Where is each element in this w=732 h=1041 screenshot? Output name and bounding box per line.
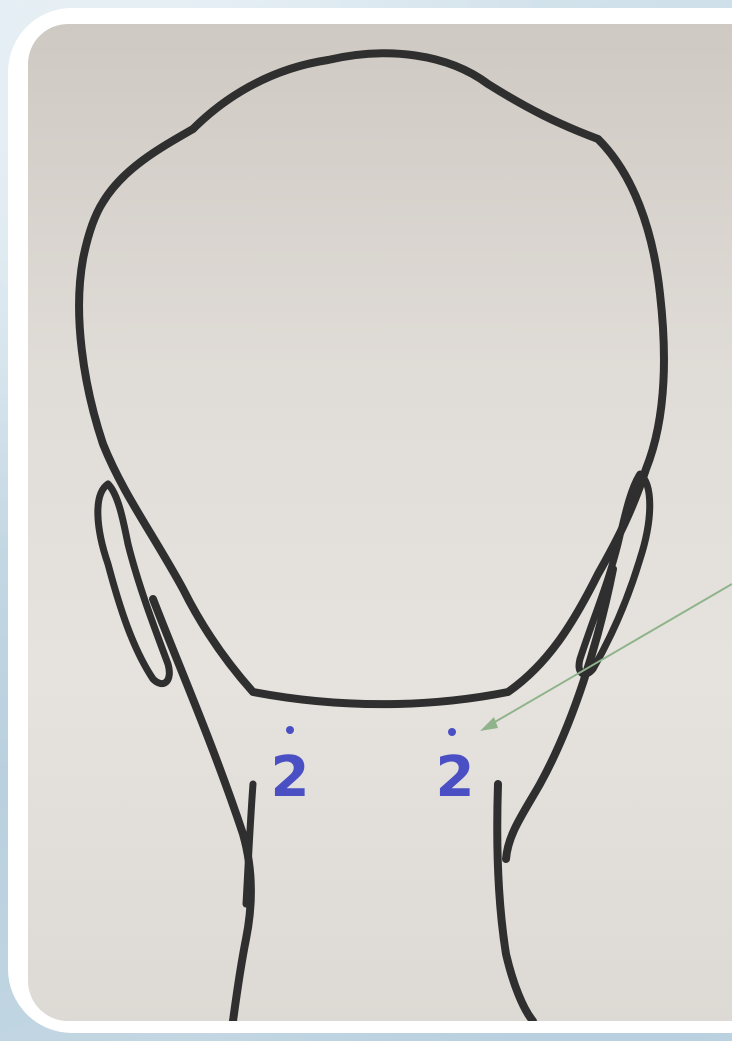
point-label-left: 2 (271, 745, 310, 810)
paper-photo: 2 2 (28, 24, 732, 1021)
pointer-arrow-head (480, 717, 498, 731)
point-dot-right (448, 728, 456, 736)
point-dot-left (286, 726, 294, 734)
left-ear (98, 484, 169, 684)
pointer-arrow-line (488, 584, 732, 726)
head-drawing: 2 2 (28, 24, 732, 1021)
point-label-right: 2 (436, 745, 475, 810)
head-outline (79, 53, 664, 704)
